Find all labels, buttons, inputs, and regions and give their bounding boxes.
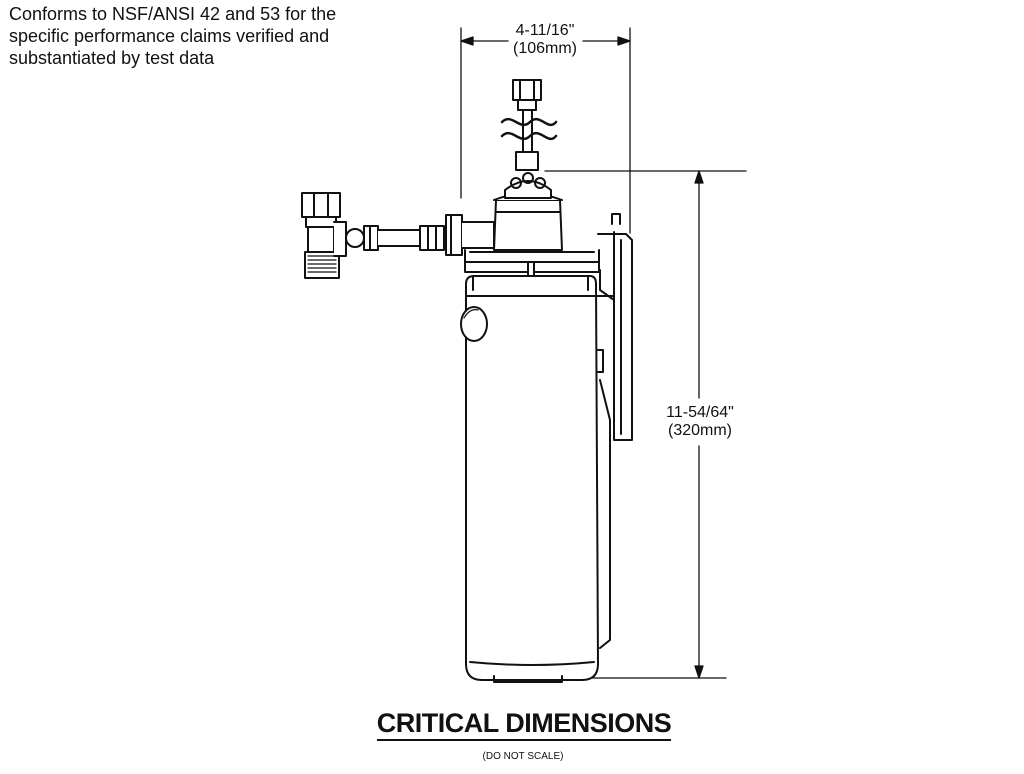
inlet-valve — [301, 192, 495, 279]
page-title-text: CRITICAL DIMENSIONS — [376, 708, 672, 741]
width-imperial: 4-11/16" — [515, 22, 575, 39]
width-dimension-label: 4-11/16" (106mm) — [485, 22, 605, 58]
height-dimension-line — [519, 170, 747, 679]
certification-note-line-1: Conforms to NSF/ANSI 42 and 53 for the — [9, 4, 337, 24]
filter-cartridge — [460, 275, 599, 683]
certification-note-line-2: specific performance claims verified and — [9, 26, 330, 46]
outlet-fitting — [500, 79, 558, 171]
filter-head-plate — [464, 249, 600, 279]
mounting-bracket — [597, 213, 633, 649]
height-dimension-label: 11-54/64" (320mm) — [650, 404, 750, 440]
width-metric: (106mm) — [512, 40, 577, 57]
width-dimension-line — [460, 27, 631, 234]
page-title: CRITICAL DIMENSIONS — [0, 708, 1024, 741]
height-imperial: 11-54/64" — [666, 404, 734, 421]
certification-note-line-3: substantiated by test data — [9, 48, 215, 68]
certification-note: Conforms to NSF/ANSI 42 and 53 for the s… — [9, 3, 389, 69]
height-metric: (320mm) — [667, 422, 732, 439]
filter-head — [493, 172, 563, 251]
page-subtitle: (DO NOT SCALE) — [482, 751, 564, 762]
